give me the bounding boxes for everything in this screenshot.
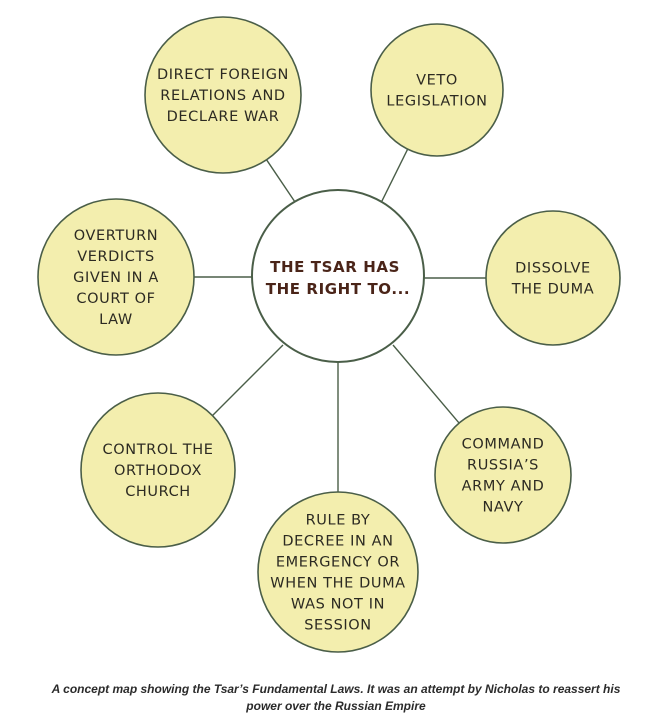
node-label-line: COURT OF — [76, 291, 155, 307]
connector-command-army — [392, 344, 460, 424]
node-circle — [434, 406, 572, 544]
node-command-army: COMMAND RUSSIA’S ARMY AND NAVY — [434, 406, 572, 544]
node-label: DISSOLVE THE DUMA — [511, 261, 595, 298]
node-label-line: VERDICTS — [77, 249, 155, 265]
node-dissolve-duma: DISSOLVE THE DUMA — [485, 210, 621, 346]
caption-line: A concept map showing the Tsar’s Fundame… — [51, 682, 621, 696]
connector-veto — [379, 148, 409, 206]
node-label-line: LEGISLATION — [386, 94, 487, 110]
center-title-line: THE RIGHT TO... — [266, 280, 410, 298]
center-circle — [251, 189, 425, 363]
node-label-line: THE DUMA — [511, 282, 595, 298]
node-label-line: DECLARE WAR — [167, 109, 280, 125]
connector-lines — [194, 148, 486, 492]
node-label-line: SESSION — [304, 618, 372, 634]
node-label-line: EMERGENCY OR — [276, 555, 400, 571]
node-label-line: ORTHODOX — [114, 463, 202, 479]
node-label: CONTROL THE ORTHODOX CHURCH — [103, 442, 214, 500]
node-label-line: RELATIONS AND — [160, 88, 285, 104]
node-label-line: OVERTURN — [74, 228, 158, 244]
node-label-line: COMMAND — [462, 437, 545, 453]
node-label-line: GIVEN IN A — [73, 270, 159, 286]
node-label-line: VETO — [416, 73, 458, 89]
node-circle — [485, 210, 621, 346]
node-circle — [37, 198, 195, 356]
node-label: COMMAND RUSSIA’S ARMY AND NAVY — [462, 437, 545, 516]
node-label: DIRECT FOREIGN RELATIONS AND DECLARE WAR — [157, 67, 289, 125]
node-label-line: WAS NOT IN — [291, 597, 385, 613]
figure-caption: A concept map showing the Tsar’s Fundame… — [0, 681, 672, 715]
node-label: VETO LEGISLATION — [386, 73, 487, 110]
connector-foreign-relations — [265, 159, 296, 203]
center-title: THE TSAR HAS THE RIGHT TO... — [266, 258, 410, 298]
node-label: RULE BY DECREE IN AN EMERGENCY OR WHEN THE … — [270, 513, 405, 634]
connector-control-church — [211, 344, 284, 417]
node-label-line: RUSSIA’S — [467, 458, 539, 474]
node-circle — [80, 392, 236, 548]
node-rule-by-decree: RULE BY DECREE IN AN EMERGENCY OR WHEN THE … — [257, 491, 419, 653]
node-circle — [257, 491, 419, 653]
node-label-line: CHURCH — [125, 484, 191, 500]
node-label-line: NAVY — [482, 500, 523, 516]
node-veto: VETO LEGISLATION — [370, 23, 504, 157]
node-control-church: CONTROL THE ORTHODOX CHURCH — [80, 392, 236, 548]
node-label-line: LAW — [99, 312, 133, 328]
node-label: OVERTURN VERDICTS GIVEN IN A COURT OF LAW — [73, 228, 159, 328]
node-label-line: DISSOLVE — [515, 261, 591, 277]
node-label-line: RULE BY — [306, 513, 371, 529]
node-overturn-verdicts: OVERTURN VERDICTS GIVEN IN A COURT OF LAW — [37, 198, 195, 356]
concept-map: DIRECT FOREIGN RELATIONS AND DECLARE WAR VE… — [37, 16, 621, 653]
node-label-line: DIRECT FOREIGN — [157, 67, 289, 83]
node-label-line: CONTROL THE — [103, 442, 214, 458]
node-label-line: ARMY AND — [462, 479, 545, 495]
node-label-line: WHEN THE DUMA — [270, 576, 405, 592]
center-node: THE TSAR HAS THE RIGHT TO... — [251, 189, 425, 363]
concept-nodes: DIRECT FOREIGN RELATIONS AND DECLARE WAR VE… — [37, 16, 621, 653]
caption-line: power over the Russian Empire — [246, 699, 426, 713]
center-title-line: THE TSAR HAS — [270, 258, 400, 276]
node-circle — [144, 16, 302, 174]
node-label-line: DECREE IN AN — [282, 534, 393, 550]
node-circle — [370, 23, 504, 157]
node-foreign-relations: DIRECT FOREIGN RELATIONS AND DECLARE WAR — [144, 16, 302, 174]
